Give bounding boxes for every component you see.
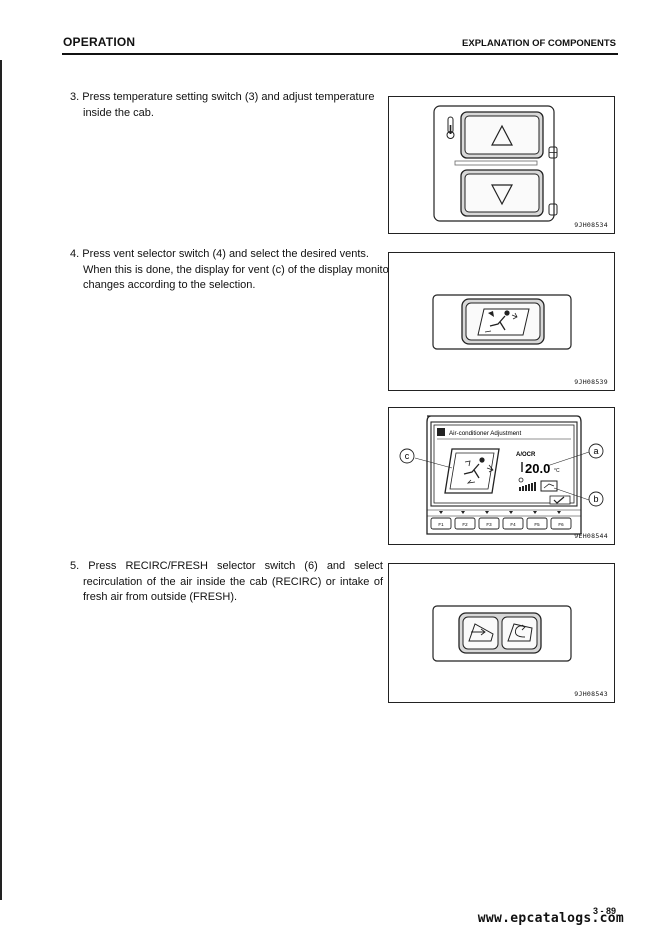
thermometer-icon <box>446 116 455 139</box>
step-5-line-3: fresh air from outside (FRESH). <box>83 591 238 604</box>
figure-code: 9JH08534 <box>574 221 608 229</box>
fkey-f3: F3 <box>486 522 492 527</box>
figure-code: 9JH08543 <box>574 690 608 698</box>
temperature-switch-illustration <box>433 105 558 222</box>
step-4-line-1: 4. Press vent selector switch (4) and se… <box>70 248 369 260</box>
callout-b: b <box>593 494 598 504</box>
step-4-line-2: When this is done, the display for vent … <box>83 263 393 276</box>
header-rule <box>62 53 618 55</box>
recirc-switch-illustration <box>432 605 572 662</box>
monitor-illustration: Air-conditioner Adjustment A/OCR 20.0 °C <box>399 415 604 535</box>
function-key-markers <box>439 511 561 514</box>
vent-icon <box>477 308 530 336</box>
temperature-readout: 20.0 <box>525 461 550 476</box>
step-3-line-2: inside the cab. <box>83 106 154 119</box>
fkey-f6: F6 <box>558 522 564 527</box>
fkey-f2: F2 <box>462 522 468 527</box>
fresh-air-button-graphic <box>462 616 499 650</box>
page-number: 3 - 89 <box>592 906 616 916</box>
temperature-down-button-graphic <box>460 169 544 217</box>
watermark-link[interactable]: www.epcatalogs.com <box>477 911 624 926</box>
temperature-unit: °C <box>554 468 560 474</box>
step-4-text: 4. Press vent selector switch (4) and se… <box>70 247 393 294</box>
step-5-text: 5. Press RECIRC/FRESH selector switch (6… <box>70 559 383 606</box>
section-header: OPERATION <box>63 35 136 49</box>
fkey-f4: F4 <box>510 522 516 527</box>
step-5-line-1: 5. Press RECIRC/FRESH selector switch (6… <box>70 560 383 572</box>
monitor-vent-icon <box>463 457 494 484</box>
left-margin-rule <box>0 60 2 900</box>
figure-code: 9EH08544 <box>574 532 608 540</box>
page-title: EXPLANATION OF COMPONENTS <box>462 38 616 49</box>
step-5-line-2: recirculation of the air inside the cab … <box>83 575 383 588</box>
screen-title: Air-conditioner Adjustment <box>449 430 522 437</box>
function-keys: F1 F2 F3 F4 F5 F6 <box>430 517 572 530</box>
callout-c: c <box>405 451 410 461</box>
figure-display-monitor: Air-conditioner Adjustment A/OCR 20.0 °C <box>388 407 615 545</box>
mode-label: A/OCR <box>516 452 536 458</box>
fan-level-bars <box>518 477 536 491</box>
step-3-line-1: 3. Press temperature setting switch (3) … <box>70 91 375 103</box>
figure-temperature-switch: 9JH08534 <box>388 96 615 234</box>
recirculation-button-graphic <box>501 616 538 650</box>
figure-vent-selector-switch: 9JH08539 <box>388 252 615 391</box>
vent-switch-illustration <box>432 294 572 350</box>
fkey-f5: F5 <box>534 522 540 527</box>
callout-a: a <box>593 446 598 456</box>
figure-recirc-fresh-switch: 9JH08543 <box>388 563 615 703</box>
step-3-text: 3. Press temperature setting switch (3) … <box>70 90 383 121</box>
fkey-f1: F1 <box>438 522 444 527</box>
figure-code: 9JH08539 <box>574 378 608 386</box>
temperature-up-button-graphic <box>460 111 544 159</box>
step-4-line-3: changes according to the selection. <box>83 279 256 292</box>
